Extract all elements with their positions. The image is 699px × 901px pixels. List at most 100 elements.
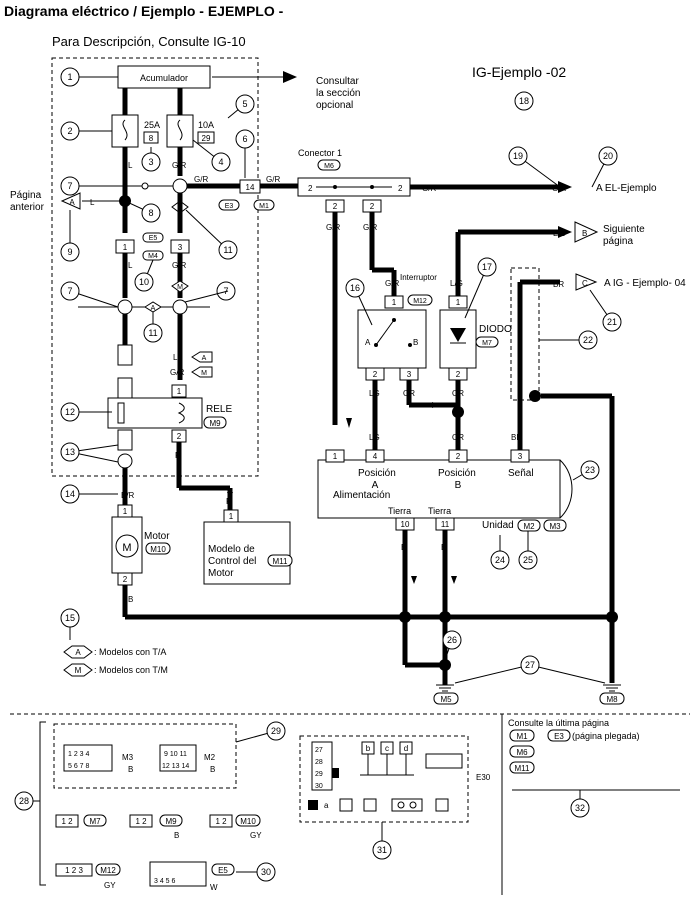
svg-text:OR: OR <box>452 433 464 442</box>
svg-text:c: c <box>385 744 389 753</box>
callout-label: 26 <box>447 635 457 645</box>
callout-leader <box>185 209 229 251</box>
callout-2 <box>60 121 80 141</box>
svg-text:3: 3 <box>518 452 523 461</box>
svg-text:M2: M2 <box>523 522 535 531</box>
svg-text:G/R: G/R <box>172 161 186 170</box>
svg-text:1: 1 <box>123 243 128 252</box>
callout-5 <box>235 94 255 114</box>
svg-text:28: 28 <box>315 759 323 766</box>
svg-text:1 2: 1 2 <box>135 817 147 826</box>
callout-label: 15 <box>65 613 75 623</box>
callout-32 <box>570 798 590 818</box>
fuse-10a <box>166 114 194 148</box>
svg-text:M5: M5 <box>440 695 452 704</box>
callout-26 <box>442 630 462 650</box>
consult-line2: la sección <box>316 88 360 99</box>
callout-label: 27 <box>525 660 535 670</box>
svg-text:M6: M6 <box>324 163 334 170</box>
svg-text:2: 2 <box>333 202 338 211</box>
svg-text:2: 2 <box>177 432 182 441</box>
svg-text:1 2: 1 2 <box>215 817 227 826</box>
svg-text:página: página <box>603 236 633 247</box>
svg-text:d: d <box>404 744 408 753</box>
callout-28 <box>14 791 34 811</box>
svg-text:M6: M6 <box>516 748 528 757</box>
callout-label: 14 <box>65 489 75 499</box>
svg-text:GY: GY <box>250 831 262 840</box>
svg-text:A: A <box>365 338 371 347</box>
callout-8 <box>141 203 161 223</box>
svg-text:C: C <box>582 279 588 288</box>
svg-text:L: L <box>90 198 95 207</box>
svg-text:2: 2 <box>456 370 461 379</box>
callout-label: 25 <box>523 555 533 565</box>
callout-label: 16 <box>350 283 360 293</box>
callout-20 <box>598 146 618 166</box>
svg-text:E5: E5 <box>149 235 158 242</box>
svg-text:Conector 1: Conector 1 <box>298 148 342 158</box>
svg-text:29: 29 <box>202 134 211 143</box>
harness-boundary <box>51 57 259 477</box>
svg-text:M2: M2 <box>204 753 216 762</box>
svg-text:R: R <box>175 451 181 460</box>
svg-text:5 6 7 8: 5 6 7 8 <box>68 763 90 770</box>
svg-text:B: B <box>455 480 462 491</box>
callout-label: 5 <box>242 99 247 109</box>
svg-text:Motor: Motor <box>208 568 234 579</box>
callout-label: 8 <box>148 208 153 218</box>
consult-arrow-icon <box>283 71 297 83</box>
callout-label: 28 <box>19 796 29 806</box>
svg-text:11: 11 <box>441 520 450 529</box>
svg-text:1: 1 <box>177 387 182 396</box>
callout-13 <box>60 442 80 462</box>
svg-text:L: L <box>128 261 133 270</box>
svg-text:Posición: Posición <box>358 468 396 479</box>
svg-text:b: b <box>366 744 371 753</box>
callout-24 <box>490 550 510 570</box>
svg-text:E3: E3 <box>225 203 234 210</box>
callout-label: 30 <box>261 867 271 877</box>
svg-text:E3: E3 <box>554 732 564 741</box>
callout-4 <box>211 152 231 172</box>
svg-text:M1: M1 <box>516 732 528 741</box>
callout-12 <box>60 402 80 422</box>
fuse-25a <box>111 114 139 148</box>
svg-text:G/R: G/R <box>552 184 566 193</box>
svg-text:L/G: L/G <box>450 279 463 288</box>
svg-text:A: A <box>202 355 207 362</box>
svg-text:12 13 14: 12 13 14 <box>162 763 189 770</box>
svg-text:1: 1 <box>392 298 397 307</box>
callout-label: 2 <box>67 126 72 136</box>
svg-text:M1: M1 <box>259 203 269 210</box>
svg-text:OR: OR <box>452 389 464 398</box>
svg-text:A: A <box>69 198 75 207</box>
consult-line3: opcional <box>316 100 353 111</box>
svg-text:E5: E5 <box>218 866 228 875</box>
svg-text:Alimentación: Alimentación <box>333 490 390 501</box>
callout-label: 3 <box>148 157 153 167</box>
svg-text:LG: LG <box>369 389 380 398</box>
svg-text:B: B <box>128 595 133 604</box>
svg-text:L: L <box>173 353 178 362</box>
callout-11 <box>143 323 163 343</box>
callout-label: 17 <box>482 262 492 272</box>
svg-text:G/R: G/R <box>363 223 377 232</box>
svg-text:E30: E30 <box>476 773 491 782</box>
svg-text:B: B <box>174 831 179 840</box>
svg-text:A: A <box>75 648 81 657</box>
callout-1 <box>60 67 80 87</box>
svg-text:Control del: Control del <box>208 556 256 567</box>
svg-text:M9: M9 <box>165 817 177 826</box>
callout-label: 10 <box>139 277 149 287</box>
svg-text:Posición: Posición <box>438 468 476 479</box>
svg-text:M: M <box>177 284 183 291</box>
svg-text:1: 1 <box>333 452 338 461</box>
svg-text:R: R <box>226 497 232 506</box>
svg-text:2: 2 <box>398 184 403 193</box>
svg-text:M11: M11 <box>515 764 531 773</box>
svg-text:LG: LG <box>369 433 380 442</box>
svg-text:B: B <box>128 765 133 774</box>
svg-text:M7: M7 <box>89 817 101 826</box>
